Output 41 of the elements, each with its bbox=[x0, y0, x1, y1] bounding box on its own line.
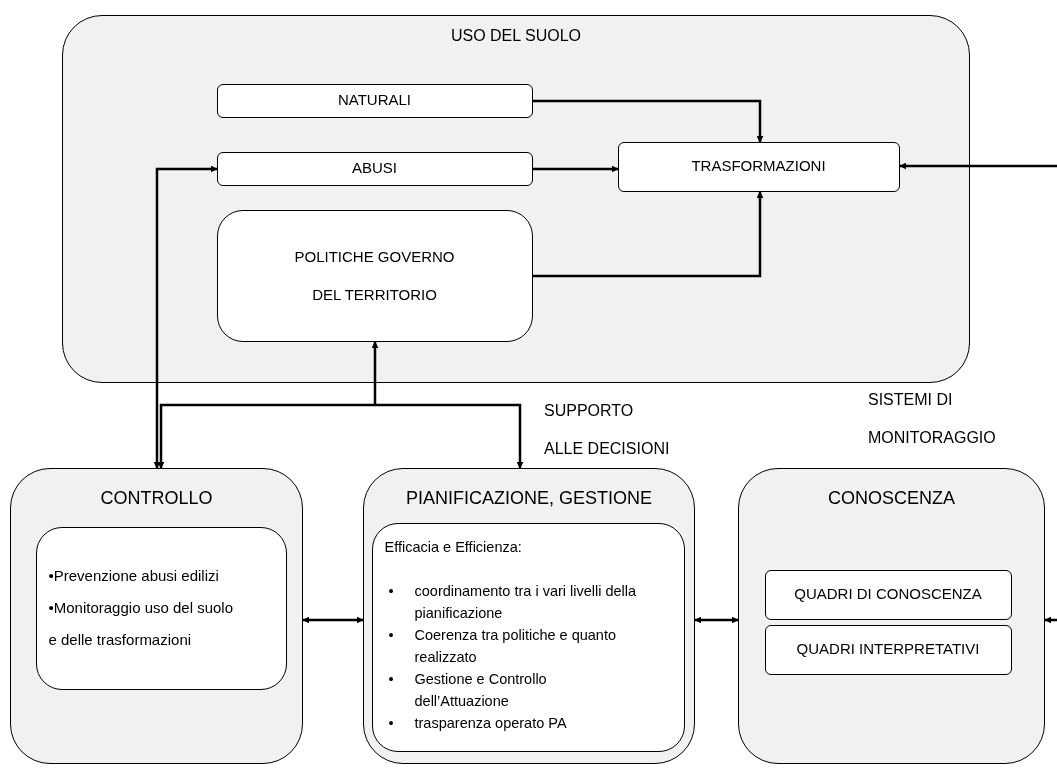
box-label: POLITICHE GOVERNO DEL TERRITORIO bbox=[293, 246, 456, 305]
group-title: CONTROLLO bbox=[100, 488, 213, 508]
arrow bbox=[533, 165, 619, 173]
process-box bbox=[764, 569, 1012, 620]
process-box bbox=[216, 209, 533, 342]
bullet-text: •Prevenzione abusi edilizi bbox=[48, 566, 220, 586]
group-title: PIANIFICAZIONE, GESTIONE bbox=[405, 488, 652, 508]
bullet-text: •Monitoraggio uso del suolo e delle trasformazioni bbox=[48, 598, 235, 650]
bullet-text: • Coerenza tra politiche e quanto realizzato bbox=[388, 625, 618, 667]
process-box bbox=[764, 624, 1012, 675]
bullet-text: • trasparenza operato PA bbox=[388, 713, 568, 733]
group-title: USO DEL SUOLO bbox=[450, 27, 582, 44]
annotation-text: SISTEMI DI MONITORAGGIO bbox=[868, 390, 996, 448]
arrow bbox=[694, 616, 739, 624]
arrow bbox=[533, 99, 764, 143]
arrow bbox=[371, 341, 379, 405]
content-heading: Efficacia e Efficienza: bbox=[384, 537, 523, 557]
arrow bbox=[899, 162, 1057, 170]
process-box bbox=[617, 141, 900, 192]
process-box bbox=[216, 83, 533, 118]
process-box bbox=[216, 151, 533, 186]
group-panel bbox=[10, 468, 303, 764]
box-label: NATURALI bbox=[337, 90, 412, 111]
group-panel bbox=[363, 468, 695, 764]
box-label: QUADRI DI CONOSCENZA bbox=[794, 584, 982, 605]
box-label: TRASFORMAZIONI bbox=[691, 156, 826, 177]
content-box bbox=[35, 526, 287, 690]
box-label: ABUSI bbox=[352, 158, 397, 179]
arrow bbox=[153, 165, 218, 469]
arrow bbox=[533, 191, 764, 278]
annotation-text: SUPPORTO ALLE DECISIONI bbox=[544, 401, 670, 459]
arrow bbox=[1044, 616, 1057, 624]
content-box bbox=[371, 522, 685, 752]
bullet-text: • coordinamento tra i vari livelli della pianificazione bbox=[388, 581, 638, 623]
group-panel bbox=[738, 468, 1045, 764]
group-title: CONOSCENZA bbox=[828, 488, 955, 508]
arrow bbox=[302, 616, 364, 624]
arrow bbox=[375, 403, 524, 469]
arrow bbox=[157, 403, 375, 469]
group-panel bbox=[62, 15, 970, 383]
box-label: QUADRI INTERPRETATIVI bbox=[796, 639, 980, 660]
